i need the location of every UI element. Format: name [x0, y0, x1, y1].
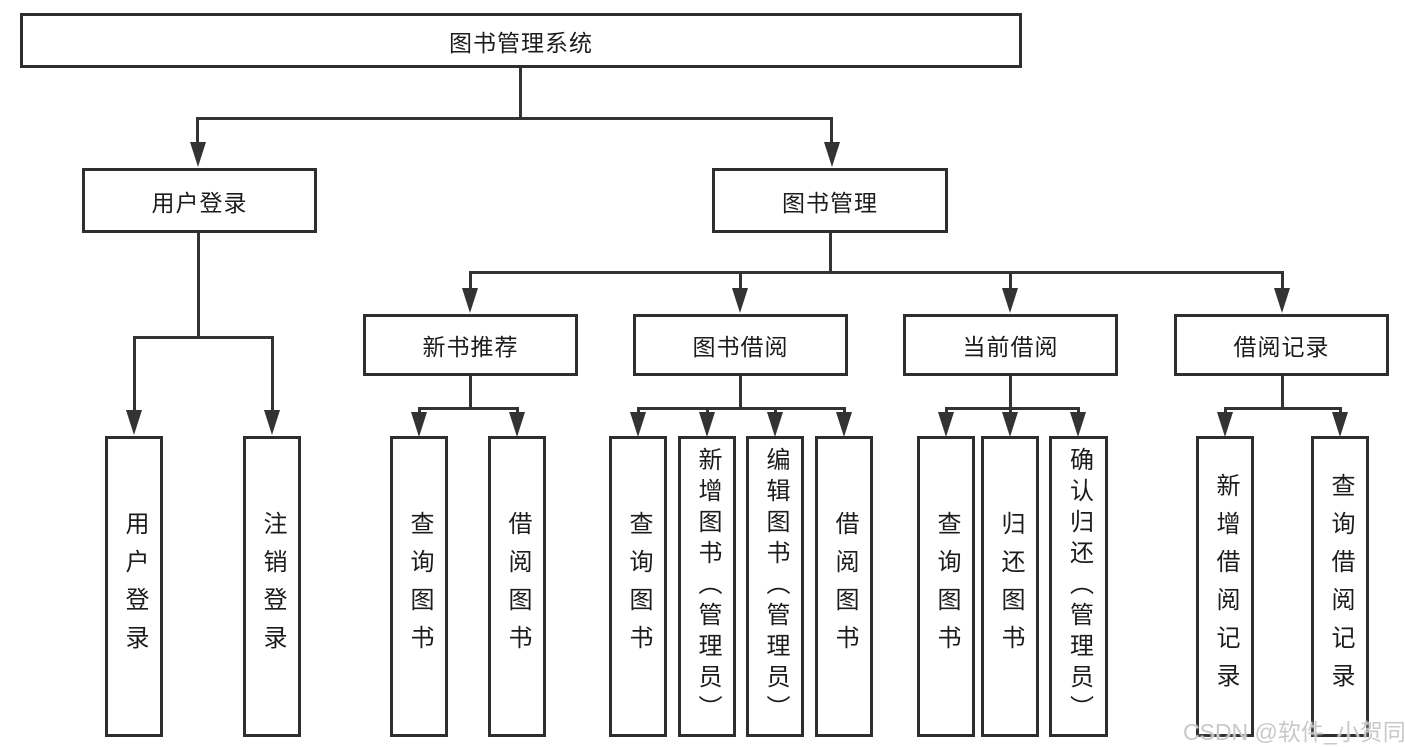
connector-line [271, 336, 274, 412]
arrowhead-down [1002, 288, 1018, 313]
connector-line [1077, 407, 1080, 415]
leaf-borrow-books-recommend-label: 借阅图书 [504, 510, 531, 663]
arrowhead-down [732, 288, 748, 313]
leaf-return-books-label: 归还图书 [997, 510, 1024, 663]
leaf-query-books-current-label: 查询图书 [933, 510, 960, 663]
node-user-login: 用户登录 [82, 168, 317, 233]
leaf-logout-label: 注销登录 [259, 510, 286, 663]
arrowhead-down [1002, 412, 1018, 437]
arrowhead-down [824, 142, 840, 167]
leaf-confirm-return-admin: 确认归还（管理员） [1049, 436, 1108, 737]
leaf-query-books-current: 查询图书 [917, 436, 975, 737]
leaf-query-books-recommend: 查询图书 [390, 436, 448, 737]
connector-line [519, 68, 522, 117]
connector-line [706, 407, 709, 415]
connector-line [774, 407, 777, 415]
leaf-query-borrow-record-label: 查询借阅记录 [1327, 472, 1354, 701]
arrowhead-down [1332, 412, 1348, 437]
node-root-label: 图书管理系统 [449, 29, 593, 56]
connector-line [516, 407, 519, 415]
connector-line [830, 117, 833, 145]
node-book-management: 图书管理 [712, 168, 948, 233]
node-user-login-label: 用户登录 [151, 189, 248, 216]
node-borrow-records: 借阅记录 [1174, 314, 1389, 376]
arrowhead-down [699, 412, 715, 437]
node-book-borrow-label: 图书借阅 [692, 334, 789, 360]
arrowhead-down [1217, 412, 1233, 437]
arrowhead-down [938, 412, 954, 437]
connector-line [1339, 407, 1342, 415]
connector-line [1009, 407, 1012, 415]
leaf-borrow-books-recommend: 借阅图书 [488, 436, 546, 737]
arrowhead-down [264, 410, 280, 435]
leaf-borrow-books-label: 借阅图书 [831, 510, 858, 663]
arrowhead-down [767, 412, 783, 437]
connector-line [418, 407, 421, 415]
connector-line [829, 233, 832, 271]
connector-line [739, 376, 742, 407]
connector-line [133, 336, 136, 412]
arrowhead-down [509, 412, 525, 437]
connector-line [843, 407, 846, 415]
node-new-book-recommend-label: 新书推荐 [422, 334, 519, 360]
leaf-borrow-books: 借阅图书 [815, 436, 873, 737]
connector-line [133, 336, 274, 339]
connector-line [196, 117, 833, 120]
connector-line [469, 376, 472, 407]
connector-line [196, 117, 199, 145]
connector-line [197, 233, 200, 336]
connector-line [945, 407, 948, 415]
leaf-logout: 注销登录 [243, 436, 301, 737]
node-borrow-records-label: 借阅记录 [1233, 334, 1330, 360]
connector-line [1009, 271, 1012, 291]
arrowhead-down [1274, 288, 1290, 313]
leaf-return-books: 归还图书 [981, 436, 1039, 737]
connector-line [739, 271, 742, 291]
leaf-add-borrow-record: 新增借阅记录 [1196, 436, 1254, 737]
node-book-management-label: 图书管理 [782, 189, 878, 216]
arrowhead-down [630, 412, 646, 437]
arrowhead-down [411, 412, 427, 437]
connector-line [1281, 271, 1284, 291]
leaf-edit-books-admin-label: 编辑图书（管理员） [762, 447, 789, 726]
leaf-user-login-label: 用户登录 [121, 510, 148, 663]
arrowhead-down [1070, 412, 1086, 437]
connector-line [469, 271, 472, 291]
arrowhead-down [190, 142, 206, 167]
node-root: 图书管理系统 [20, 13, 1022, 68]
leaf-user-login: 用户登录 [105, 436, 163, 737]
node-current-borrow: 当前借阅 [903, 314, 1118, 376]
watermark: CSDN @软件_小贺同学 [1183, 719, 1405, 745]
connector-line [469, 271, 1283, 274]
arrowhead-down [126, 410, 142, 435]
leaf-add-books-admin-label: 新增图书（管理员） [694, 447, 721, 726]
arrowhead-down [462, 288, 478, 313]
leaf-query-books-recommend-label: 查询图书 [406, 510, 433, 663]
connector-line [1224, 407, 1342, 410]
arrowhead-down [836, 412, 852, 437]
connector-line [1224, 407, 1227, 415]
leaf-confirm-return-admin-label: 确认归还（管理员） [1065, 447, 1093, 726]
connector-line [418, 407, 519, 410]
leaf-query-borrow-record: 查询借阅记录 [1311, 436, 1369, 737]
node-book-borrow: 图书借阅 [633, 314, 848, 376]
leaf-query-books-borrow: 查询图书 [609, 436, 667, 737]
connector-line [637, 407, 640, 415]
leaf-query-books-borrow-label: 查询图书 [625, 510, 652, 663]
leaf-edit-books-admin: 编辑图书（管理员） [746, 436, 804, 737]
leaf-add-books-admin: 新增图书（管理员） [678, 436, 736, 737]
connector-line [1009, 376, 1012, 407]
node-new-book-recommend: 新书推荐 [363, 314, 578, 376]
node-current-borrow-label: 当前借阅 [962, 334, 1059, 360]
leaf-add-borrow-record-label: 新增借阅记录 [1212, 472, 1239, 701]
connector-line [1281, 376, 1284, 407]
connector-line [945, 407, 1080, 410]
connector-line [637, 407, 846, 410]
